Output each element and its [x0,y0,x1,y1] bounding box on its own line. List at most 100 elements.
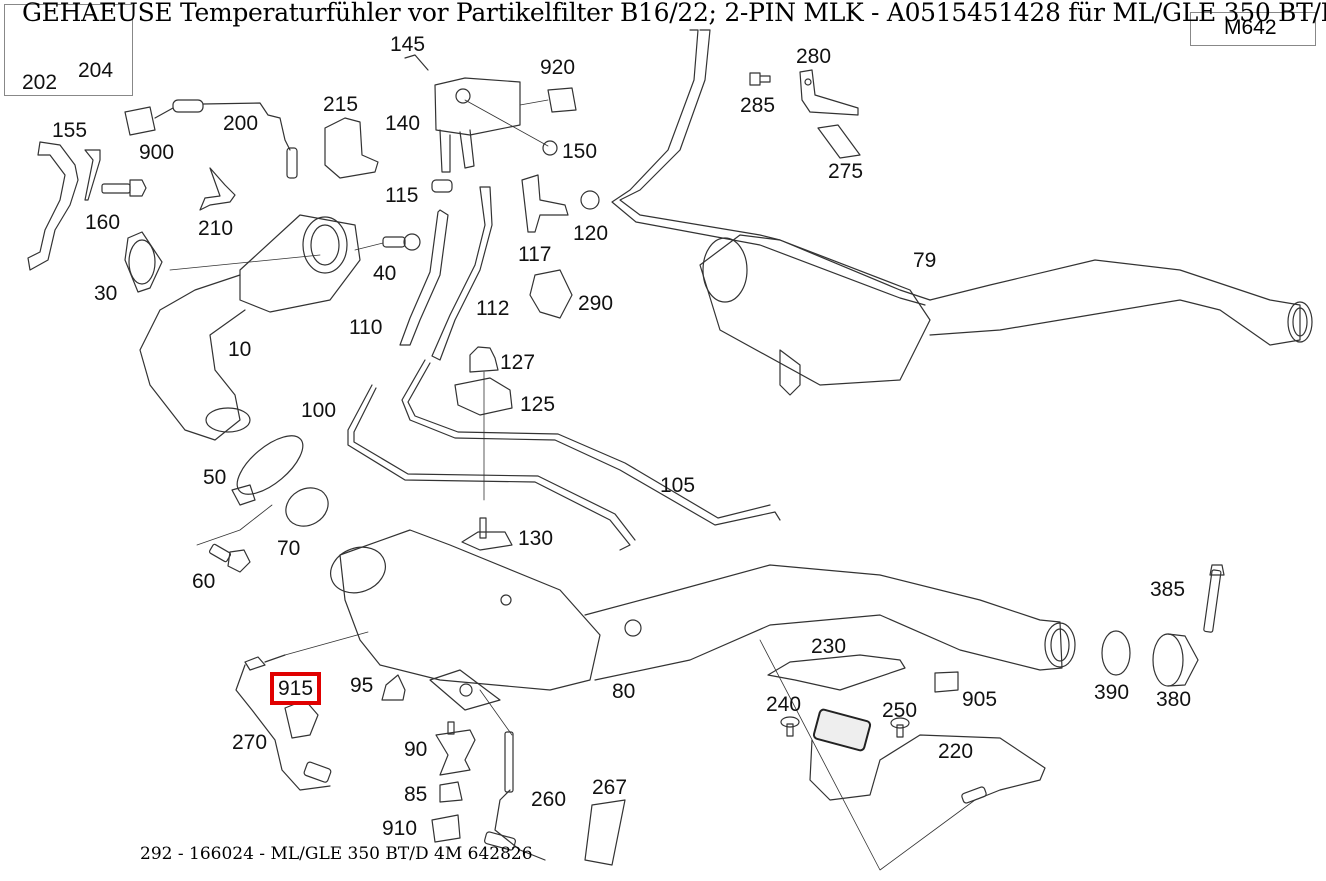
inset-box [4,4,133,96]
part-label-105[interactable]: 105 [660,474,696,497]
bracket-155-icon [27,141,101,271]
ring-70-icon [285,487,329,527]
screw-250-icon [890,717,910,738]
part-label-204[interactable]: 204 [78,59,114,82]
part-label-60[interactable]: 60 [192,570,216,593]
part-label-160[interactable]: 160 [85,211,121,234]
bracket-230-icon [767,654,906,691]
gasket-30-icon [124,231,163,293]
pipe-harness-79-icon [611,29,931,306]
part-label-50[interactable]: 50 [203,466,227,489]
part-label-40[interactable]: 40 [373,262,397,285]
bracket-215-icon [324,117,379,179]
holder-267-icon [584,799,626,866]
part-label-920[interactable]: 920 [540,56,576,79]
pressure-sensor-140-icon [404,54,577,173]
rail-105-icon [401,359,781,526]
part-label-115[interactable]: 115 [385,184,419,207]
diagram-caption: 292 - 166024 - ML/GLE 350 BT/D 4M 642826 [140,844,533,864]
part-label-380[interactable]: 380 [1156,688,1192,711]
part-label-905[interactable]: 905 [962,688,998,711]
part-label-202[interactable]: 202 [22,71,58,94]
part-label-285[interactable]: 285 [740,94,776,117]
bolt-60-icon [208,543,251,573]
mount-90-icon [435,721,476,776]
part-label-260[interactable]: 260 [531,788,567,811]
part-label-215[interactable]: 215 [323,93,359,116]
part-label-280[interactable]: 280 [796,45,832,68]
hose-110-icon [399,209,449,346]
engine-code: M642 [1224,16,1277,39]
part-label-30[interactable]: 30 [94,282,118,305]
part-label-110[interactable]: 110 [349,316,383,339]
hose-112-icon [431,186,493,361]
dpf-79-icon [699,234,1313,396]
part-label-290[interactable]: 290 [578,292,614,315]
bracket-280-icon [799,69,859,116]
part-label-10[interactable]: 10 [228,338,252,361]
cover-915-icon [284,699,319,739]
cover-905-icon [934,671,959,693]
part-label-900[interactable]: 900 [139,141,175,164]
rail-100-icon [347,384,636,551]
part-label-200[interactable]: 200 [223,112,259,135]
part-label-125[interactable]: 125 [520,393,556,416]
part-label-79[interactable]: 79 [913,249,937,272]
part-label-120[interactable]: 120 [573,222,609,245]
part-label-910[interactable]: 910 [382,817,418,840]
clamp-115-icon [431,179,453,193]
dpf-80-icon [330,529,1076,711]
nut-85-icon [439,781,463,803]
part-label-250[interactable]: 250 [882,699,918,722]
cover-900-icon [124,106,156,136]
nox-sensor-220-icon [809,708,1046,804]
clip-290-icon [529,269,573,319]
part-label-145[interactable]: 145 [390,33,426,56]
part-label-100[interactable]: 100 [301,399,337,422]
part-label-240[interactable]: 240 [766,693,802,716]
temp-sensor-270-icon [235,654,332,791]
bolt-160-icon [101,179,147,197]
temp-sensor-260-icon [484,731,546,861]
nut-127-icon [469,346,499,373]
part-label-112[interactable]: 112 [476,297,510,320]
bolt-285-icon [749,72,771,86]
plate-275-icon [817,124,861,159]
part-label-390[interactable]: 390 [1094,681,1130,704]
part-label-90[interactable]: 90 [404,738,428,761]
part-label-140[interactable]: 140 [385,112,421,135]
part-label-915-highlighted[interactable]: 915 [270,672,322,705]
part-label-155[interactable]: 155 [52,119,88,142]
part-label-230[interactable]: 230 [811,635,847,658]
nut-120-icon [580,190,600,210]
part-label-385[interactable]: 385 [1150,578,1186,601]
engine-code-box [1190,12,1316,46]
ring-390-icon [1101,630,1131,676]
part-label-70[interactable]: 70 [277,537,301,560]
screw-240-icon [780,716,800,737]
sensor-200-icon [154,99,298,179]
part-label-127[interactable]: 127 [500,351,536,374]
bolt-385-icon [1203,564,1225,633]
bolt-40-icon [382,233,421,251]
cover-910-icon [431,814,461,843]
part-label-220[interactable]: 220 [938,740,974,763]
part-label-275[interactable]: 275 [828,160,864,183]
part-label-150[interactable]: 150 [562,140,598,163]
part-label-267[interactable]: 267 [592,776,628,799]
part-label-85[interactable]: 85 [404,783,428,806]
stud-130-icon [461,517,513,551]
clamp-380-icon [1152,633,1199,687]
downpipe-10-icon [139,214,361,441]
part-label-210[interactable]: 210 [198,217,234,240]
page-title: GEHAEUSE Temperaturfühler vor Partikelfi… [22,0,1326,27]
clip-210-icon [199,167,236,211]
part-label-95[interactable]: 95 [350,674,374,697]
bracket-117-icon [521,174,569,233]
part-label-80[interactable]: 80 [612,680,636,703]
part-label-130[interactable]: 130 [518,527,554,550]
clip-125-icon [454,377,513,416]
part-label-117[interactable]: 117 [518,243,552,266]
part-label-270[interactable]: 270 [232,731,268,754]
